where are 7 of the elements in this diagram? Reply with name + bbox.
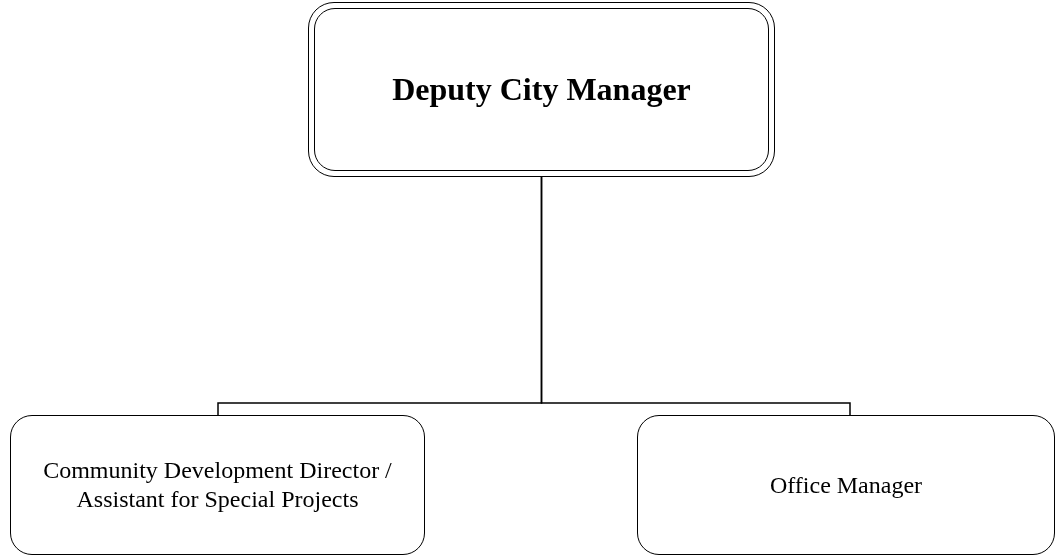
rounded-box (637, 415, 1055, 555)
position-title: Community Development Director / Assistant for Special Projects (42, 456, 393, 514)
rounded-box (10, 415, 425, 555)
position-title: Deputy City Manager (391, 70, 692, 109)
connector-line (540, 176, 851, 416)
double-bordered-box (308, 2, 775, 177)
position-title: Office Manager (768, 470, 924, 500)
